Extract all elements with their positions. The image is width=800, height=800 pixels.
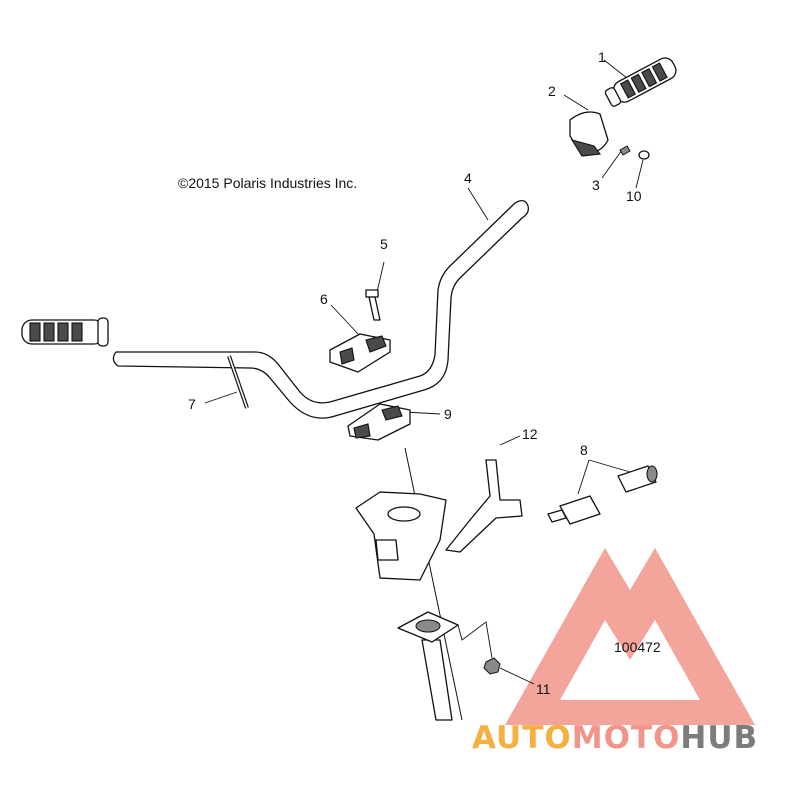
clamp-bolt bbox=[365, 289, 381, 321]
copyright-text: ©2015 Polaris Industries Inc. bbox=[178, 175, 357, 191]
callout-6: 6 bbox=[320, 291, 328, 307]
figure-number: 100472 bbox=[614, 639, 661, 655]
callout-9: 9 bbox=[444, 406, 452, 422]
handlebar bbox=[112, 199, 530, 419]
screw-and-cap bbox=[619, 145, 650, 160]
callout-5: 5 bbox=[380, 236, 388, 252]
steering-column bbox=[397, 447, 463, 721]
callout-2: 2 bbox=[548, 83, 556, 99]
rod bbox=[227, 355, 249, 409]
mount-bracket bbox=[355, 459, 523, 581]
switch-parts bbox=[547, 465, 658, 525]
watermark-logo bbox=[505, 548, 755, 725]
callout-10: 10 bbox=[626, 188, 642, 204]
watermark-text-moto: MOTO bbox=[572, 720, 681, 756]
callout-3: 3 bbox=[592, 177, 600, 193]
watermark-triangle bbox=[505, 548, 755, 725]
callout-4: 4 bbox=[464, 170, 472, 186]
leader-lines bbox=[204, 59, 644, 685]
left-grip bbox=[21, 317, 109, 347]
callout-11: 11 bbox=[536, 681, 551, 697]
callout-12: 12 bbox=[522, 426, 538, 442]
watermark-text-hub: HUB bbox=[680, 720, 758, 756]
lower-clamp bbox=[347, 403, 411, 441]
throttle-housing bbox=[569, 111, 609, 157]
right-grip bbox=[604, 57, 677, 107]
watermark-text: AUTOMOTOHUB bbox=[472, 720, 758, 756]
callout-7: 7 bbox=[188, 396, 196, 412]
upper-clamp bbox=[329, 333, 391, 373]
callout-8: 8 bbox=[580, 442, 588, 458]
watermark-text-auto: AUTO bbox=[472, 720, 572, 756]
nut bbox=[483, 657, 501, 675]
callout-1: 1 bbox=[598, 49, 606, 65]
